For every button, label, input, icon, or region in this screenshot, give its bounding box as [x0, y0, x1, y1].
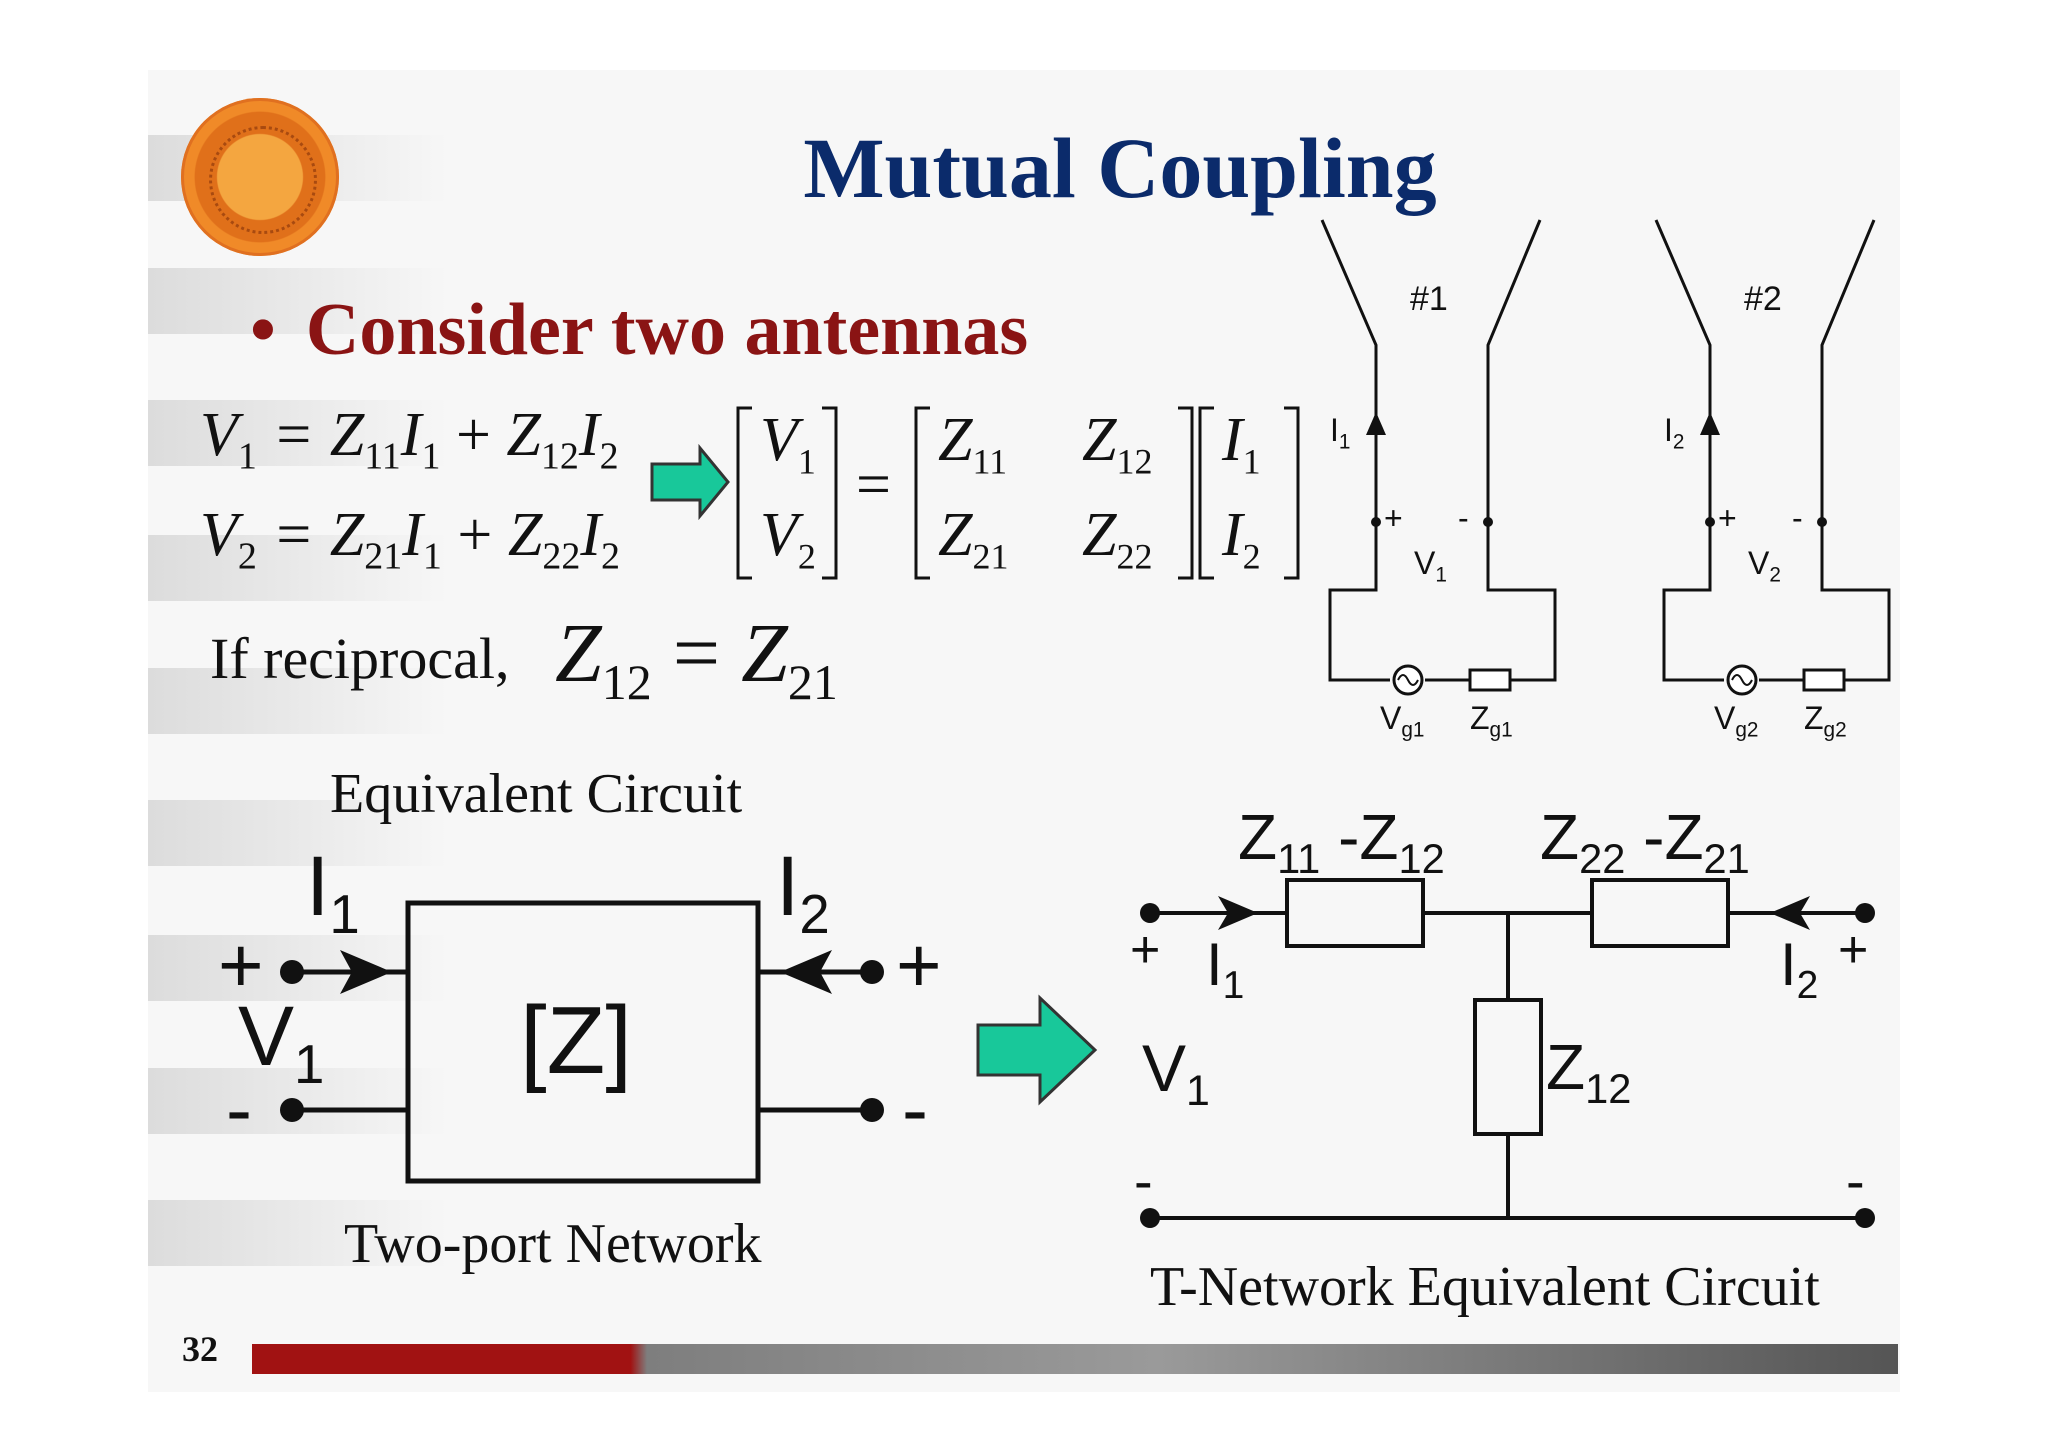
t-network-caption: T-Network Equivalent Circuit [1150, 1256, 1820, 1318]
t-network-plus-left: + [1130, 921, 1161, 979]
matrix-brackets [736, 406, 1300, 580]
two-port-caption: Two-port Network [344, 1213, 762, 1275]
bullet-point: • Consider two antennas [250, 288, 1028, 373]
background-stripe [148, 400, 448, 466]
antenna-1-vg: Vg1 [1380, 700, 1425, 742]
equation-v1: V1 = Z11I1 + Z12I2 [200, 401, 619, 478]
page-number: 32 [182, 1329, 218, 1369]
bullet-icon: • [250, 289, 276, 371]
terminal-dot [860, 1098, 884, 1122]
footer-bar [252, 1344, 1898, 1374]
current-arrow-icon [340, 950, 392, 994]
terminal-dot [1705, 517, 1715, 527]
terminal-dot [280, 960, 304, 984]
antenna-2-minus: - [1792, 500, 1803, 536]
impedance-matrix-label: [Z] [520, 987, 632, 1094]
two-port-plus-left: + [218, 921, 264, 1009]
terminal-dot [1140, 1208, 1160, 1228]
university-seal-logo [181, 98, 339, 256]
antenna-1-label: #1 [1410, 280, 1448, 318]
two-port-minus-right: - [902, 1065, 928, 1153]
t-network-i1: I1 [1206, 931, 1245, 1007]
t-network-v1: V1 [1142, 1031, 1210, 1116]
slide-title: Mutual Coupling [803, 120, 1437, 216]
matrix-z21: Z21 [938, 501, 1009, 577]
matrix-v1: V1 [760, 406, 816, 482]
antenna-2-vg: Vg2 [1714, 700, 1759, 742]
antenna-2-voltage: V2 [1748, 545, 1781, 587]
terminal-dot [1855, 903, 1875, 923]
matrix-i1: I1 [1222, 406, 1261, 482]
reciprocal-equation: Z12 = Z21 [555, 607, 838, 710]
t-network-i2: I2 [1780, 931, 1819, 1007]
background-stripe [148, 268, 448, 334]
matrix-equals: = [856, 451, 891, 519]
two-port-minus-left: - [226, 1065, 252, 1153]
terminal-dot [1817, 517, 1827, 527]
t-network-minus-right: - [1846, 1149, 1865, 1212]
sine-icon [1397, 674, 1419, 686]
background-stripe [148, 800, 448, 866]
antenna-1-zg: Zg1 [1470, 700, 1513, 742]
bullet-text: Consider two antennas [305, 289, 1029, 371]
current-arrow-icon [1770, 896, 1810, 930]
antenna-1-minus: - [1458, 500, 1469, 536]
t-network-plus-right: + [1838, 921, 1869, 979]
two-port-v1: V1 [238, 989, 325, 1095]
matrix-i2: I2 [1222, 501, 1261, 577]
current-arrow-icon [1366, 412, 1386, 435]
antenna-2-plus: + [1718, 500, 1737, 536]
antenna-1-plus: + [1384, 500, 1403, 536]
antenna-1-voltage: V1 [1414, 545, 1447, 587]
antenna-2 [1654, 219, 1891, 696]
current-arrow-icon [780, 950, 832, 994]
reciprocal-text: If reciprocal, [210, 626, 510, 691]
transform-arrow-icon [976, 994, 1098, 1106]
two-port-plus-right: + [896, 921, 942, 1009]
antenna-2-label: #2 [1744, 280, 1782, 318]
t-network-z-left: Z11 -Z12 [1238, 801, 1445, 882]
terminal-dot [1855, 1208, 1875, 1228]
t-network-z-right: Z22 -Z21 [1540, 801, 1750, 882]
antenna-2-zg: Zg2 [1804, 700, 1847, 742]
terminal-dot [280, 1098, 304, 1122]
antenna-2-current: I2 [1664, 412, 1685, 454]
matrix-z12: Z12 [1082, 406, 1153, 482]
terminal-dot [1140, 903, 1160, 923]
t-network-z-shunt: Z12 [1546, 1031, 1632, 1112]
background-stripe [148, 668, 448, 734]
terminal-dot [1371, 517, 1381, 527]
current-arrow-icon [1218, 896, 1258, 930]
t-network [1150, 878, 1865, 1220]
two-port-i1: I1 [306, 839, 360, 945]
background-stripe [148, 1200, 448, 1266]
t-network-minus-left: - [1134, 1149, 1153, 1212]
terminal-dot [1483, 517, 1493, 527]
matrix-z22: Z22 [1082, 501, 1153, 577]
two-port-i2: I2 [776, 839, 830, 945]
antenna-1 [1320, 219, 1557, 696]
sine-icon [1731, 674, 1753, 686]
background-stripe [148, 535, 448, 601]
matrix-arrow-icon [650, 443, 730, 521]
matrix-z11: Z11 [938, 406, 1008, 482]
matrix-v2: V2 [760, 501, 816, 577]
terminal-dot [860, 960, 884, 984]
antenna-1-current: I1 [1330, 412, 1351, 454]
equation-v2: V2 = Z21I1 + Z22I2 [200, 501, 620, 578]
current-arrow-icon [1700, 412, 1720, 435]
equivalent-circuit-caption: Equivalent Circuit [330, 763, 743, 825]
